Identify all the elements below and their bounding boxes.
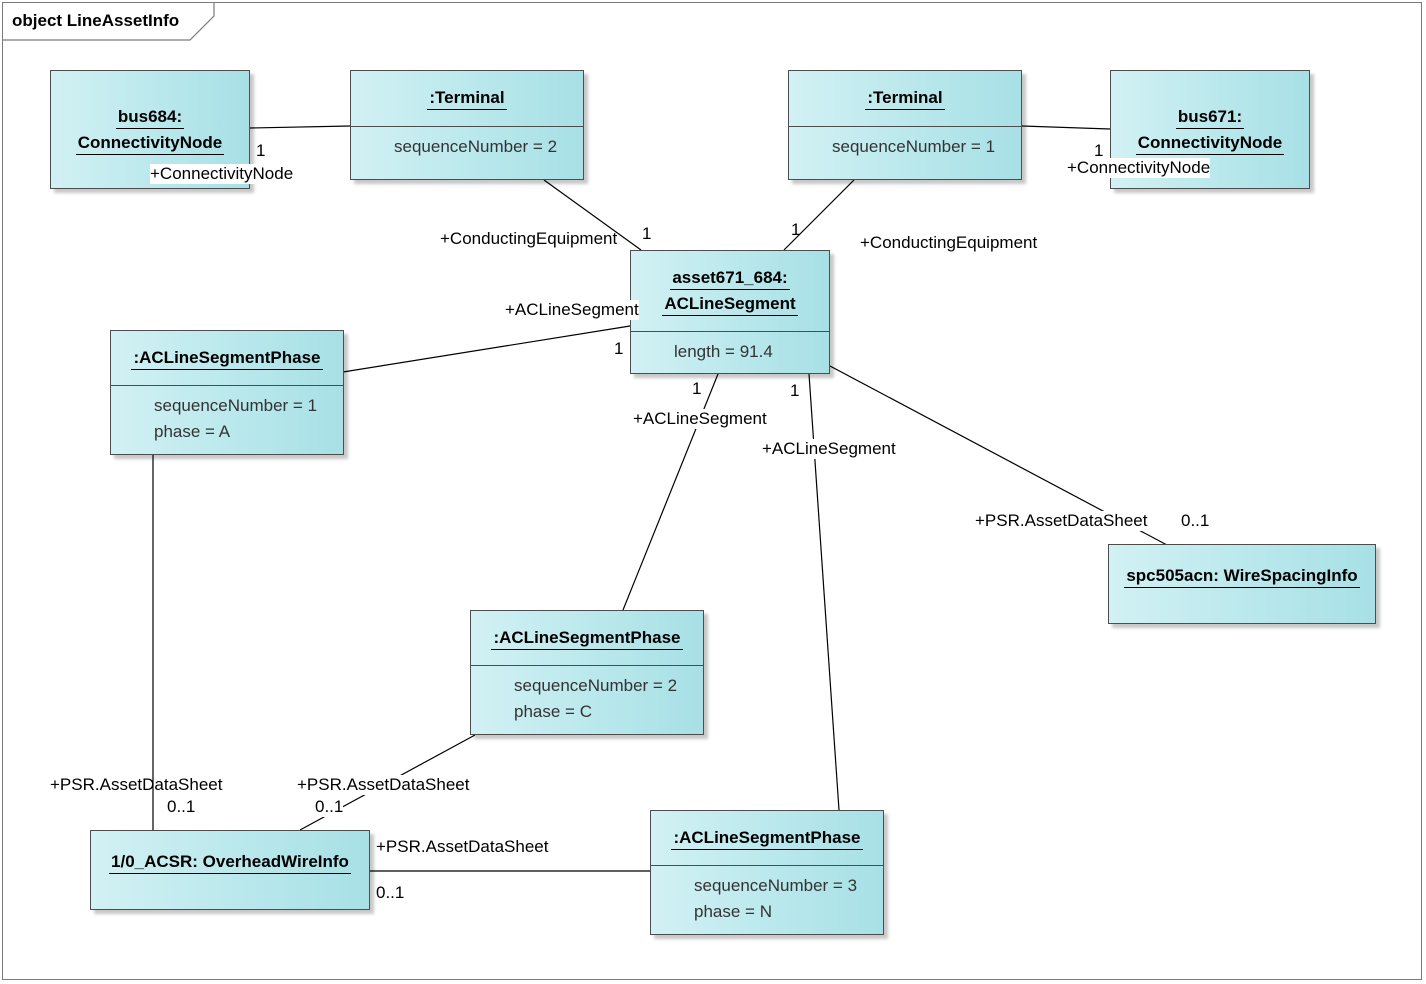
link-terminal1-segment[interactable] (783, 179, 855, 251)
label-bus671-role: +ConnectivityNode (1067, 158, 1211, 178)
attr-sequence-number: sequenceNumber = 3 (694, 876, 858, 895)
label-terminal1-conducting-equipment-role: +ConductingEquipment (860, 233, 1038, 252)
object-name-line1: bus671: (1175, 106, 1245, 129)
label-bus684-role: +ConnectivityNode (150, 164, 294, 184)
object-aclinesegmentphase-n[interactable]: :ACLineSegmentPhase sequenceNumber = 3 p… (650, 810, 884, 935)
label-terminal2-conducting-equipment-role: +ConductingEquipment (440, 229, 618, 248)
frame-tab (2, 2, 215, 41)
label-phaseC-aclinesegment-role: +ACLineSegment (633, 409, 767, 429)
object-attributes: sequenceNumber = 3 phase = N (651, 865, 883, 925)
object-name-line1: asset671_684: (670, 267, 790, 290)
diagram-title: object LineAssetInfo (12, 11, 180, 30)
link-bus684-terminal2[interactable] (249, 125, 351, 129)
label-terminal2-conducting-equipment-multiplicity: 1 (642, 224, 652, 243)
label-phaseA-aclinesegment-multiplicity: 1 (614, 339, 624, 358)
label-phaseN-aclinesegment-role: +ACLineSegment (762, 439, 896, 459)
object-asset671-684-aclinesegment[interactable]: asset671_684: ACLineSegment length = 91.… (630, 250, 830, 374)
object-name: asset671_684: ACLineSegment (631, 251, 829, 331)
object-spc505acn-wirespacinginfo[interactable]: spc505acn: WireSpacingInfo (1108, 544, 1376, 624)
object-name: spc505acn: WireSpacingInfo (1109, 545, 1375, 607)
object-attributes: sequenceNumber = 2 (351, 126, 583, 160)
object-attributes: sequenceNumber = 1 (789, 126, 1021, 160)
label-phaseC-datasheet-multiplicity: 0..1 (315, 797, 344, 817)
object-attributes: sequenceNumber = 2 phase = C (471, 665, 703, 725)
object-aclinesegmentphase-c[interactable]: :ACLineSegmentPhase sequenceNumber = 2 p… (470, 610, 704, 735)
label-wirespacing-datasheet-role: +PSR.AssetDataSheet (975, 511, 1148, 531)
object-name-line2: ConnectivityNode (1135, 132, 1285, 155)
attr-phase: phase = C (514, 702, 592, 721)
label-phaseA-aclinesegment-role: +ACLineSegment (505, 300, 639, 320)
link-phaseA-segment[interactable] (342, 325, 631, 373)
label-phaseC-datasheet-role: +PSR.AssetDataSheet (297, 775, 470, 795)
attr-sequence-number: sequenceNumber = 1 (832, 137, 996, 156)
object-name: bus684: ConnectivityNode (51, 71, 249, 188)
object-name: 1/0_ACSR: OverheadWireInfo (91, 831, 369, 893)
label-bus684-multiplicity: 1 (256, 141, 266, 160)
label-phaseA-datasheet-multiplicity: 0..1 (167, 797, 196, 816)
object-name-line1: bus684: (115, 106, 185, 129)
label-phaseN-datasheet-role: +PSR.AssetDataSheet (376, 837, 549, 856)
label-bus671-multiplicity: 1 (1094, 141, 1104, 160)
object-aclinesegmentphase-a[interactable]: :ACLineSegmentPhase sequenceNumber = 1 p… (110, 330, 344, 455)
object-name: :ACLineSegmentPhase (111, 331, 343, 385)
object-name: bus671: ConnectivityNode (1111, 71, 1309, 188)
label-terminal1-conducting-equipment-multiplicity: 1 (791, 220, 801, 239)
object-name: :ACLineSegmentPhase (651, 811, 883, 865)
link-terminal2-segment[interactable] (543, 179, 642, 251)
object-1-0-acsr-overheadwireinfo[interactable]: 1/0_ACSR: OverheadWireInfo (90, 830, 370, 910)
label-phaseC-aclinesegment-multiplicity: 1 (692, 379, 702, 398)
label-wirespacing-datasheet-multiplicity: 0..1 (1181, 511, 1210, 530)
object-name-text: :ACLineSegmentPhase (491, 627, 683, 650)
object-name-line2: ConnectivityNode (75, 132, 225, 155)
link-terminal1-bus671[interactable] (1021, 125, 1111, 130)
label-phaseN-aclinesegment-multiplicity: 1 (790, 381, 800, 400)
object-name-text: :Terminal (865, 87, 945, 110)
object-name-text: :ACLineSegmentPhase (671, 827, 863, 850)
object-attributes: length = 91.4 (631, 331, 829, 365)
object-name-text: :ACLineSegmentPhase (131, 347, 323, 370)
attr-sequence-number: sequenceNumber = 2 (394, 137, 558, 156)
object-name-text: 1/0_ACSR: OverheadWireInfo (109, 851, 351, 874)
object-name: :Terminal (351, 71, 583, 126)
object-name-text: spc505acn: WireSpacingInfo (1124, 565, 1360, 588)
object-terminal-2[interactable]: :Terminal sequenceNumber = 2 (350, 70, 584, 180)
attr-phase: phase = N (694, 902, 772, 921)
object-terminal-1[interactable]: :Terminal sequenceNumber = 1 (788, 70, 1022, 180)
attr-sequence-number: sequenceNumber = 1 (154, 396, 318, 415)
object-name-line2: ACLineSegment (662, 293, 798, 316)
attr-length: length = 91.4 (674, 342, 773, 361)
label-phaseN-datasheet-multiplicity: 0..1 (376, 883, 405, 902)
label-phaseA-datasheet-role: +PSR.AssetDataSheet (50, 775, 223, 794)
object-attributes: sequenceNumber = 1 phase = A (111, 385, 343, 445)
object-name: :Terminal (789, 71, 1021, 126)
attr-sequence-number: sequenceNumber = 2 (514, 676, 678, 695)
object-name: :ACLineSegmentPhase (471, 611, 703, 665)
attr-phase: phase = A (154, 422, 231, 441)
object-name-text: :Terminal (427, 87, 507, 110)
